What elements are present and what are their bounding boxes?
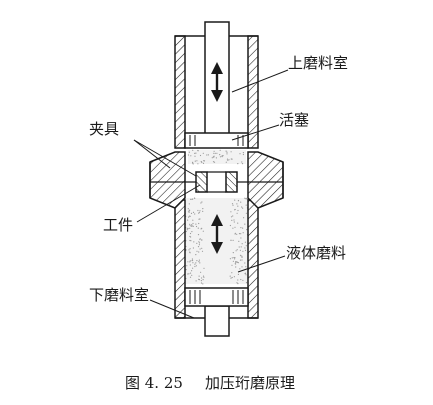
upper-piston	[184, 132, 249, 149]
fixture-label: 夹具	[89, 120, 119, 138]
upper-chamber-label: 上磨料室	[288, 54, 348, 72]
lower-piston	[184, 287, 249, 307]
upper-cylinder	[174, 35, 259, 149]
double-arrow-icon	[211, 62, 223, 102]
leader-lines	[133, 69, 289, 319]
lower-chamber-label: 下磨料室	[89, 286, 149, 304]
liquid-abrasive-label: 液体磨料	[286, 244, 346, 262]
piston-label: 活塞	[279, 111, 309, 129]
workpiece	[195, 171, 238, 193]
double-arrow-icon	[211, 214, 223, 254]
figure-number: 图 4. 25	[125, 374, 183, 392]
workpiece-label: 工件	[103, 216, 133, 234]
figure-title: 加压珩磨原理	[205, 374, 295, 392]
fixture	[149, 151, 284, 209]
